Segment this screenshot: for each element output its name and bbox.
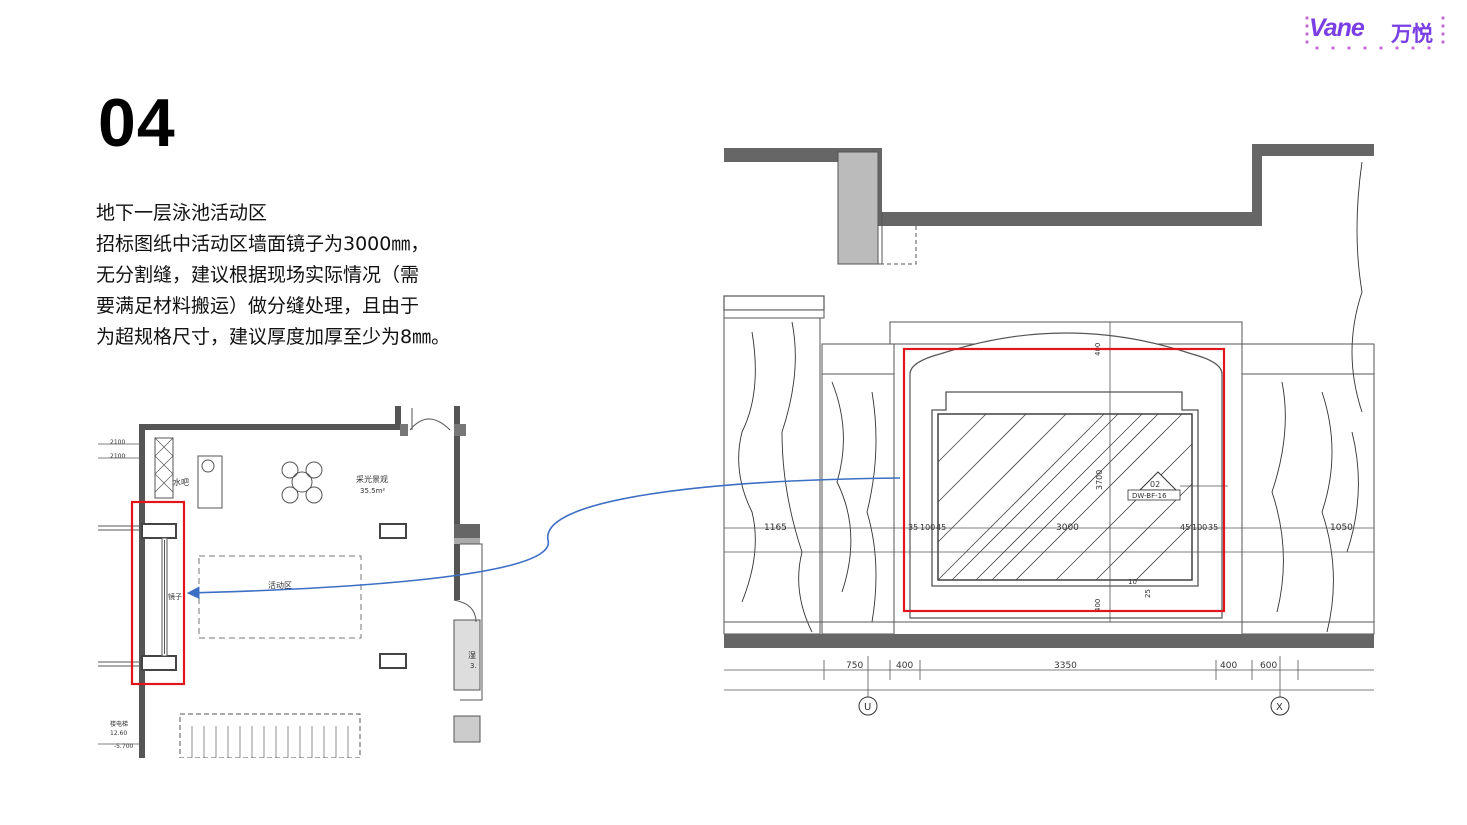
plan-wet-num: 3.	[470, 662, 477, 670]
elev-dim-upper: 45	[936, 523, 946, 532]
elev-dim-upper: 1165	[764, 523, 787, 533]
elev-tag-number: 02	[1150, 480, 1160, 489]
elev-dim-bottom: 600	[1260, 661, 1277, 671]
elev-axis-right: X	[1276, 702, 1283, 713]
plan-wall-left	[139, 424, 145, 758]
elev-tag-code: DW-BF-16	[1132, 492, 1167, 500]
elev-height-dim: 3700	[1095, 470, 1104, 490]
description-line: 地下一层泳池活动区	[96, 202, 268, 224]
elev-dim-upper: 45	[1180, 523, 1190, 532]
slide-number: 04	[98, 85, 176, 161]
plan-mirror-highlight	[130, 500, 186, 686]
plan-dim-top-2: 2100	[110, 453, 125, 460]
description-line: 无分割缝，建议根据现场实际情况（需	[96, 264, 420, 286]
axis-bubble-icon	[858, 696, 878, 716]
plan-mirror-label: 镜子	[168, 592, 182, 601]
elev-dim-bottom: 750	[846, 661, 863, 671]
elev-side-bottom: 400	[1094, 599, 1102, 612]
elev-dim-upper: 35	[908, 523, 918, 532]
plan-skylight-label: 采光景观	[356, 474, 388, 484]
elev-dim-upper: 100	[1192, 523, 1207, 532]
logo-wordmark: Vane	[1309, 14, 1365, 42]
description-line: 招标图纸中活动区墙面镜子为3000㎜，	[96, 233, 430, 255]
elev-dim-bottom: 400	[1220, 661, 1237, 671]
plan-stair-label: 楼电梯	[110, 720, 128, 728]
plan-skylight-area: 35.5m²	[360, 487, 385, 495]
elev-dim-upper: 35	[1208, 523, 1218, 532]
plan-stair-elev: -5.700	[114, 743, 134, 750]
elev-dim-bottom: 400	[896, 661, 913, 671]
plan-wall-top	[139, 424, 401, 430]
elev-dim-upper: 100	[920, 523, 935, 532]
elev-note-2: 25	[1144, 589, 1152, 598]
elev-dim-upper: 1050	[1330, 523, 1353, 533]
plan-water-bar-label: 水吧	[173, 477, 189, 487]
plan-activity-label: 活动区	[268, 580, 292, 590]
elev-dim-upper: 3000	[1056, 523, 1079, 533]
axis-bubble-icon	[1270, 696, 1290, 716]
floor-plan-drawing: 2100 2100 水吧 采光景观 35.5m² 镜子 活动区 湿 3. 楼电梯…	[98, 406, 483, 758]
brand-logo: Vane 万悦	[1303, 12, 1447, 50]
plan-dim-top-1: 2100	[110, 439, 125, 446]
plan-stair-level: 12.60	[110, 730, 127, 737]
elev-axis-left: U	[864, 702, 871, 713]
elev-note-1: 10	[1128, 578, 1137, 586]
description-line: 要满足材料搬运）做分缝处理，且由于	[96, 295, 420, 317]
description-text: 地下一层泳池活动区 招标图纸中活动区墙面镜子为3000㎜， 无分割缝，建议根据现…	[96, 198, 536, 353]
logo-frame-icon	[1305, 16, 1445, 50]
logo-chinese: 万悦	[1391, 22, 1433, 46]
elev-mirror-highlight	[902, 347, 1226, 613]
plan-activity-zone	[198, 555, 362, 639]
description-line: 为超规格尺寸，建议厚度加厚至少为8㎜。	[96, 326, 451, 348]
elev-dim-bottom: 3350	[1054, 661, 1077, 671]
wall-elevation-drawing: 1165 35 100 45 3000 45 100 35 1050 3700 …	[723, 144, 1375, 716]
plan-wall-right	[454, 406, 460, 526]
plan-wet-label: 湿	[468, 651, 476, 660]
